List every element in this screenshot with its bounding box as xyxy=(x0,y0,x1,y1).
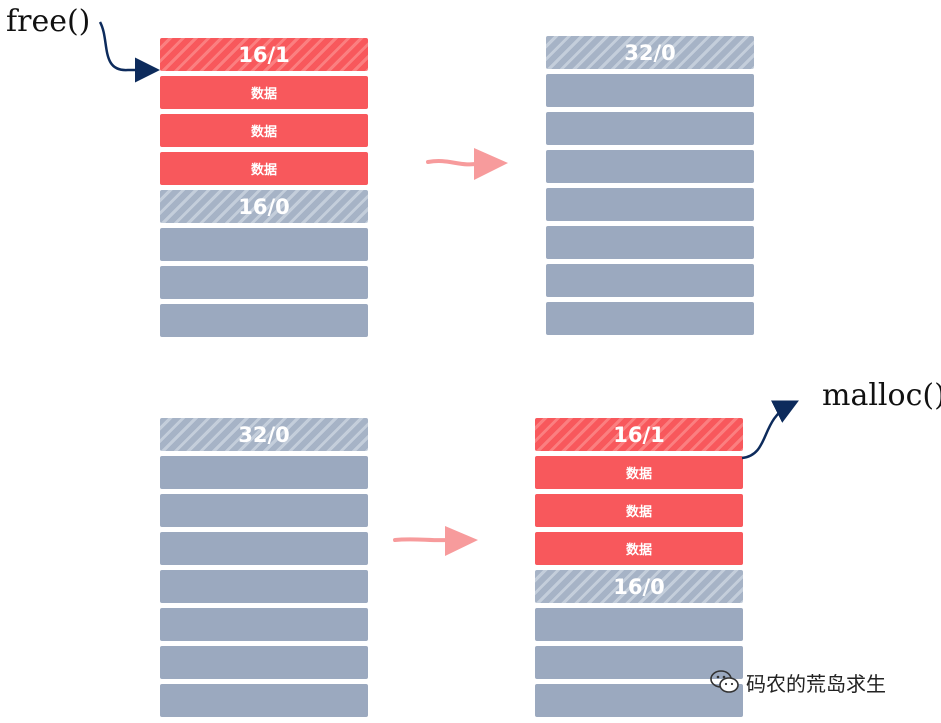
free-row xyxy=(160,684,368,717)
data-row: 数据 xyxy=(160,152,368,185)
data-row: 数据 xyxy=(535,494,743,527)
chunk-header-free: 32/0 xyxy=(160,418,368,451)
free-row xyxy=(160,494,368,527)
transition-arrow xyxy=(393,526,478,556)
free-row xyxy=(160,304,368,337)
data-row: 数据 xyxy=(160,76,368,109)
chunk-header-used: 16/1 xyxy=(160,38,368,71)
watermark: 码农的荒岛求生 xyxy=(710,667,886,697)
watermark-text: 码农的荒岛求生 xyxy=(746,671,886,696)
free-pointer-arrow xyxy=(98,21,160,83)
chunk-header-free: 32/0 xyxy=(546,36,754,69)
free-row xyxy=(546,302,754,335)
free-row xyxy=(546,74,754,107)
free-row xyxy=(160,266,368,299)
free-call-label: free() xyxy=(6,4,91,39)
free-row xyxy=(546,112,754,145)
free-row xyxy=(535,684,743,717)
heap-after-free: 32/0 xyxy=(546,36,754,336)
malloc-pointer-arrow xyxy=(741,400,799,460)
free-row xyxy=(535,608,743,641)
transition-arrow xyxy=(426,148,508,180)
free-row xyxy=(160,570,368,603)
heap-before-free: 16/1 数据 数据 数据 16/0 xyxy=(160,38,368,338)
chunk-header-free: 16/0 xyxy=(535,570,743,603)
free-row xyxy=(546,264,754,297)
free-row xyxy=(160,456,368,489)
data-row: 数据 xyxy=(160,114,368,147)
data-row: 数据 xyxy=(535,532,743,565)
heap-after-malloc: 16/1 数据 数据 数据 16/0 xyxy=(535,418,743,718)
chunk-header-used: 16/1 xyxy=(535,418,743,451)
free-row xyxy=(160,646,368,679)
free-row xyxy=(546,150,754,183)
data-row: 数据 xyxy=(535,456,743,489)
malloc-call-label: malloc() xyxy=(822,378,941,413)
free-row xyxy=(160,228,368,261)
free-row xyxy=(546,188,754,221)
free-row xyxy=(160,608,368,641)
wechat-icon xyxy=(710,670,739,693)
free-row xyxy=(535,646,743,679)
free-row xyxy=(546,226,754,259)
chunk-header-free: 16/0 xyxy=(160,190,368,223)
heap-before-malloc: 32/0 xyxy=(160,418,368,718)
free-row xyxy=(160,532,368,565)
